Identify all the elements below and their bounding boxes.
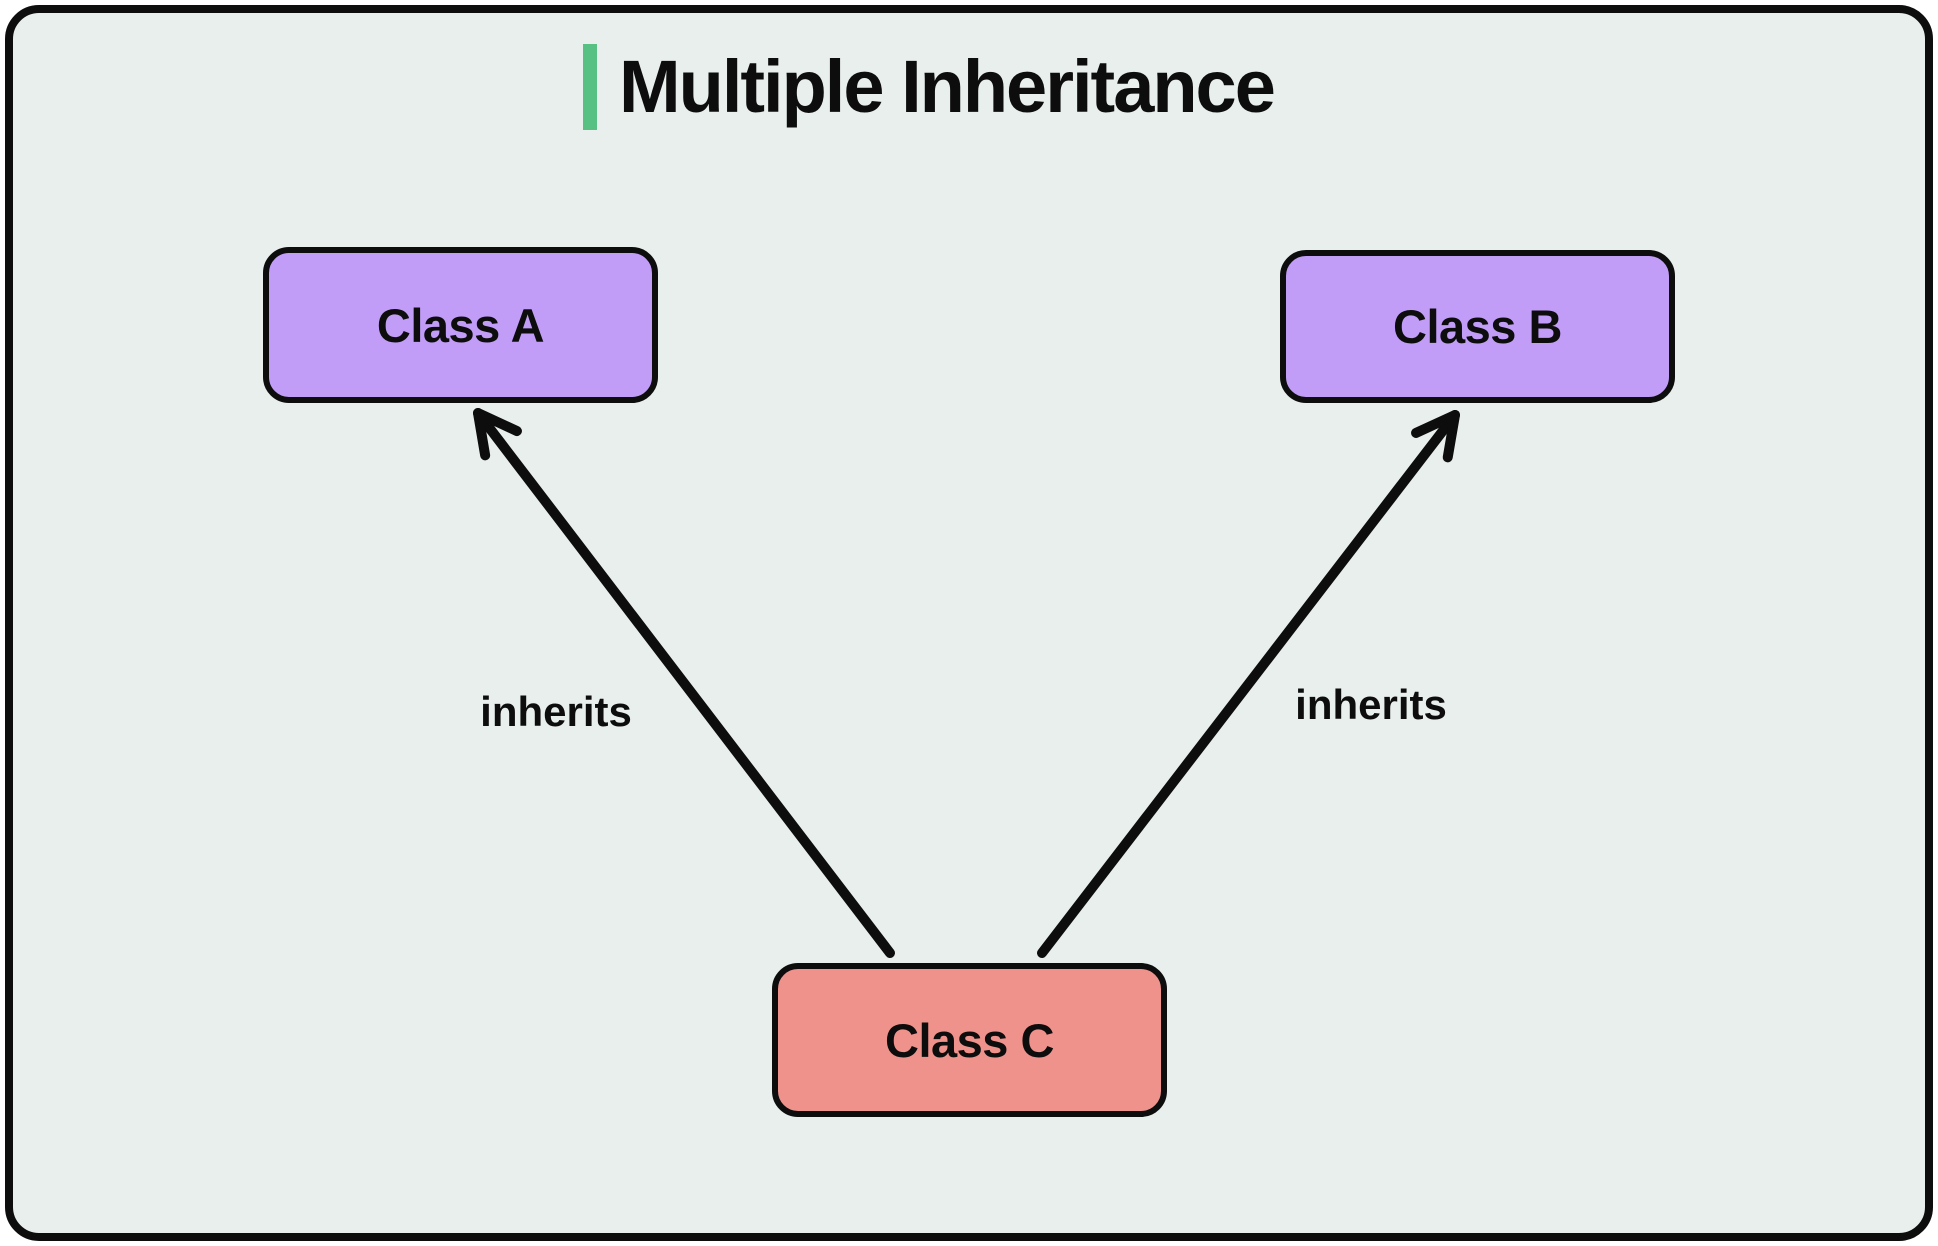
node-class-c: Class C xyxy=(772,963,1167,1117)
title-accent-bar xyxy=(583,44,597,130)
title-block: Multiple Inheritance xyxy=(583,42,1276,132)
edge-label-inherits-b: inherits xyxy=(1295,681,1447,728)
node-class-a-label: Class A xyxy=(376,298,545,352)
node-class-a: Class A xyxy=(263,247,658,403)
node-class-b-label: Class B xyxy=(1393,300,1562,353)
node-class-c-label: Class C xyxy=(885,1013,1054,1067)
edge-label-inherits-a: inherits xyxy=(480,688,632,735)
node-class-b: Class B xyxy=(1280,250,1675,403)
page-title: Multiple Inheritance xyxy=(619,45,1276,128)
